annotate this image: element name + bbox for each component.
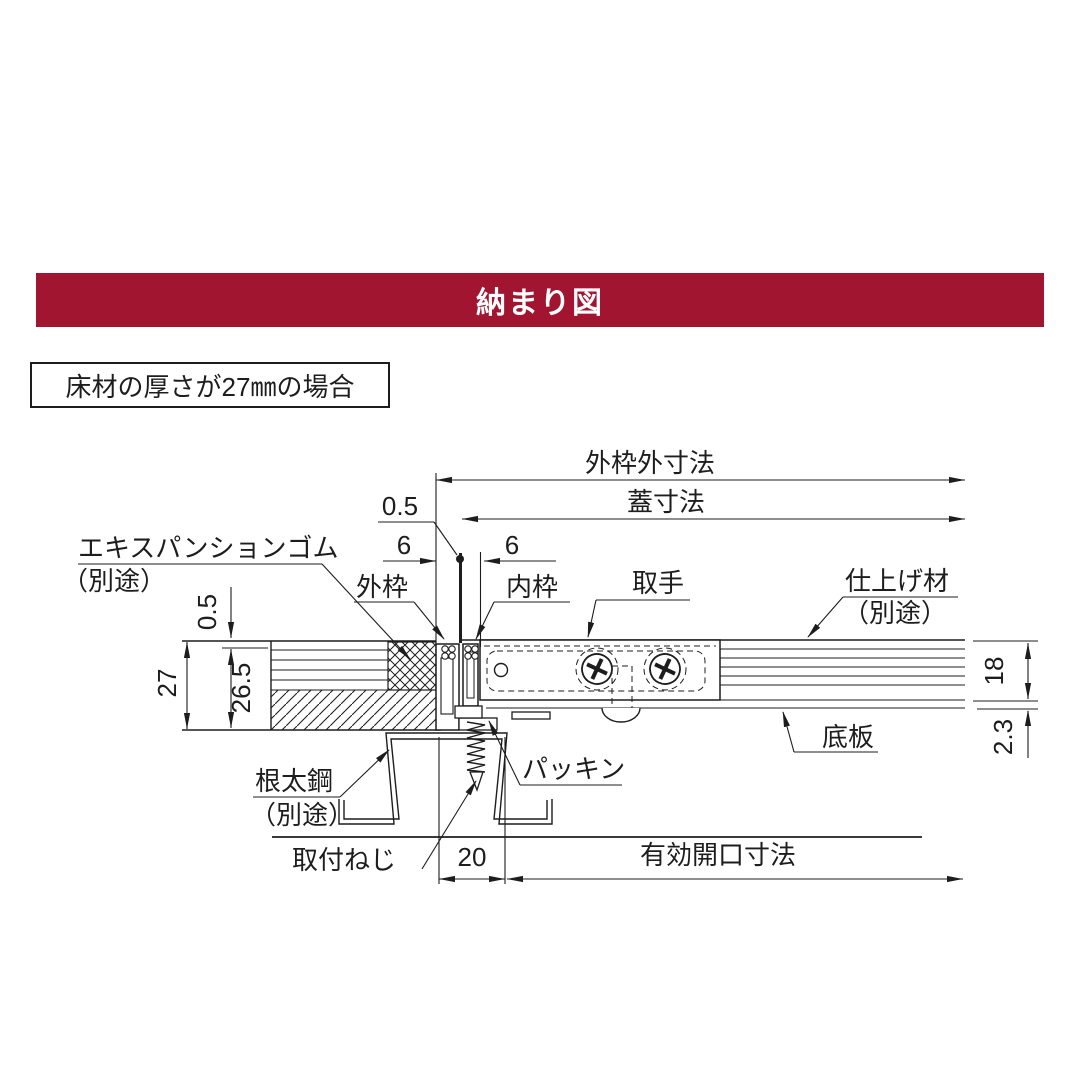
label-bottom-plate: 底板 [822, 722, 874, 752]
dim-top-gap: 0.5 [382, 491, 418, 521]
dim-floor-gap: 0.5 [192, 594, 222, 630]
dim-six-right: 6 [505, 530, 519, 560]
label-handle: 取手 [632, 568, 684, 598]
joist-channel [338, 732, 553, 825]
dim-floor-total: 27 [152, 669, 182, 698]
label-expansion-rubber-note: （別途） [62, 566, 166, 596]
label-mounting-screw: 取付ねじ [292, 845, 396, 875]
top-dimensions: 外枠外寸法 蓋寸法 0.5 6 6 [378, 448, 965, 647]
label-outer-frame: 外枠 [356, 572, 408, 602]
label-joist-steel: 根太鋼 [255, 766, 333, 796]
dim-six-left: 6 [397, 530, 411, 560]
screw-head-right [649, 653, 681, 685]
left-dimensions: 27 0.5 26.5 [152, 587, 268, 729]
packing-piece [511, 711, 551, 720]
dim-screw-offset: 20 [458, 842, 487, 872]
top-gaskets [441, 645, 479, 660]
dim-plate-thickness: 2.3 [988, 719, 1018, 755]
dim-effective-opening: 有効開口寸法 [640, 840, 796, 870]
plywood-hatch [271, 690, 441, 730]
label-finish-material: 仕上げ材 [845, 566, 949, 596]
condition-box: 床材の厚さが27㎜の場合 [30, 362, 390, 408]
label-finish-material-note: （別途） [843, 598, 947, 628]
label-packing: パッキン [522, 754, 625, 784]
label-inner-frame: 内枠 [506, 572, 558, 602]
bottom-dimensions: 20 有効開口寸法 [272, 836, 963, 883]
condition-label: 床材の厚さが27㎜の場合 [65, 371, 355, 402]
banner-title: 納まり図 [476, 287, 604, 320]
outer-frame-profile [435, 643, 498, 731]
floor-section [182, 640, 441, 731]
label-joist-steel-note: （別途） [250, 800, 354, 830]
dim-floor-lower: 26.5 [226, 663, 256, 714]
part-labels: エキスパンションゴム （別途） 外枠 内枠 取手 仕上げ材 （別途） 底板 パッ… [62, 533, 958, 875]
right-dimensions: 18 2.3 [973, 640, 1038, 758]
dim-finish-thickness: 18 [979, 657, 1009, 686]
expansion-rubber-hatch [387, 641, 437, 691]
screw-head-left [581, 653, 613, 685]
mounting-screw-drawing [466, 721, 486, 792]
section-banner: 納まり図 [36, 273, 1044, 327]
dim-lid: 蓋寸法 [627, 487, 705, 517]
dim-outer-frame-outer: 外枠外寸法 [585, 448, 715, 478]
label-expansion-rubber: エキスパンションゴム [78, 533, 339, 563]
handle-assembly [479, 639, 721, 723]
